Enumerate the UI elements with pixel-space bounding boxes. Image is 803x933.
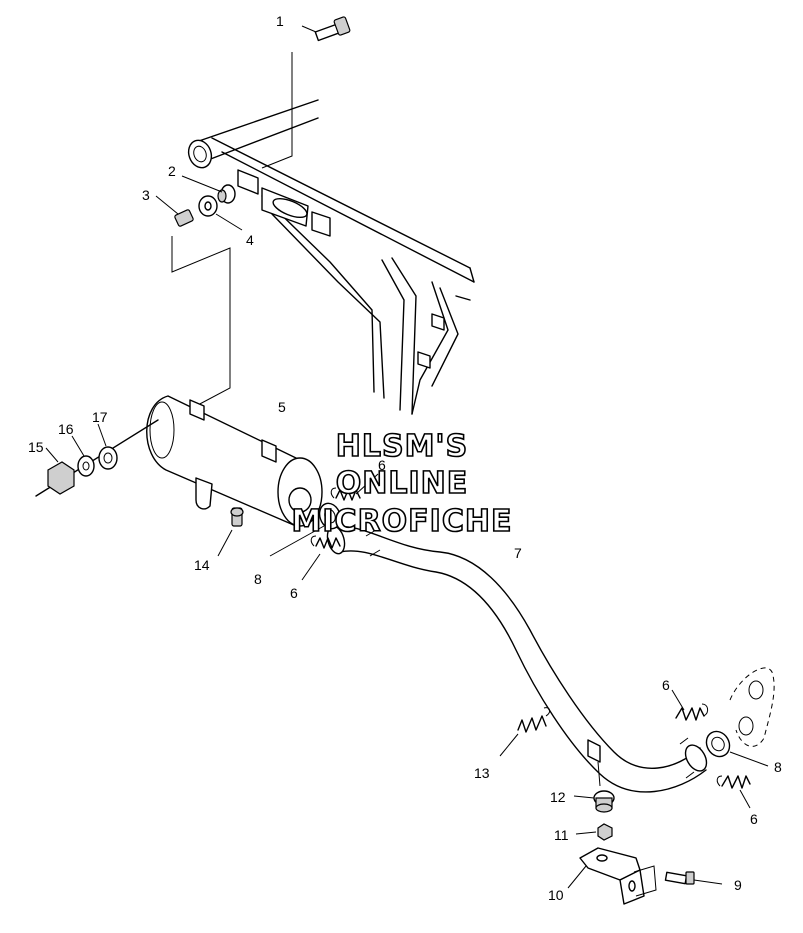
bracket-10: [579, 847, 657, 905]
callout-6-right-lower: 6: [750, 811, 758, 827]
callout-8-right: 8: [774, 759, 782, 775]
bolt-1: [301, 16, 351, 42]
watermark-line3: MICROFICHE: [292, 504, 513, 539]
muffler-5: [146, 395, 323, 527]
exhaust-pipe-7: [326, 525, 708, 793]
callout-11: 11: [554, 827, 569, 843]
callout-4: 4: [246, 232, 254, 248]
spring-6-middle: [310, 535, 341, 549]
spring-6-right-lower: [716, 775, 751, 789]
spring-13: [517, 707, 551, 733]
callout-7: 7: [514, 545, 522, 561]
callout-1: 1: [276, 13, 284, 29]
bolt-9: [664, 871, 695, 885]
callout-17: 17: [92, 409, 108, 425]
callout-2: 2: [168, 163, 176, 179]
callout-15: 15: [28, 439, 44, 455]
callout-10: 10: [548, 887, 564, 903]
watermark-line2: ONLINE: [336, 466, 469, 501]
callout-16: 16: [58, 421, 74, 437]
engine-flange: [729, 667, 775, 747]
spacer-3: [174, 209, 194, 227]
callout-labels: 1 2 3 4 5 6 6 6 6 7 8 8 9 10 11 12 13 14…: [28, 13, 782, 903]
washer-17: [98, 446, 118, 470]
spring-6-right-upper: [675, 703, 709, 721]
spring-6-upper: [330, 487, 361, 501]
callout-8-left: 8: [254, 571, 262, 587]
watermark-line1: HLSM'S: [336, 429, 468, 464]
callout-9: 9: [734, 877, 742, 893]
callout-3: 3: [142, 187, 150, 203]
nut-15: [47, 461, 75, 495]
grommet-12: [593, 790, 615, 813]
callout-6-middle: 6: [290, 585, 298, 601]
washer-4: [198, 195, 218, 217]
watermark: HLSM'S ONLINE MICROFICHE: [291, 428, 513, 540]
gasket-8-upper: [318, 502, 342, 530]
callout-12: 12: [550, 789, 566, 805]
nut-11: [597, 823, 613, 841]
callout-5: 5: [278, 399, 286, 415]
lock-washer-16: [77, 455, 95, 477]
callout-14: 14: [194, 557, 210, 573]
vehicle-frame: [187, 99, 475, 415]
callout-6-upper: 6: [378, 457, 386, 473]
gasket-8-lower: [705, 730, 731, 758]
bolt-14: [230, 507, 244, 527]
grommet-2: [217, 184, 236, 204]
callout-13: 13: [474, 765, 490, 781]
callout-6-right-upper: 6: [662, 677, 670, 693]
